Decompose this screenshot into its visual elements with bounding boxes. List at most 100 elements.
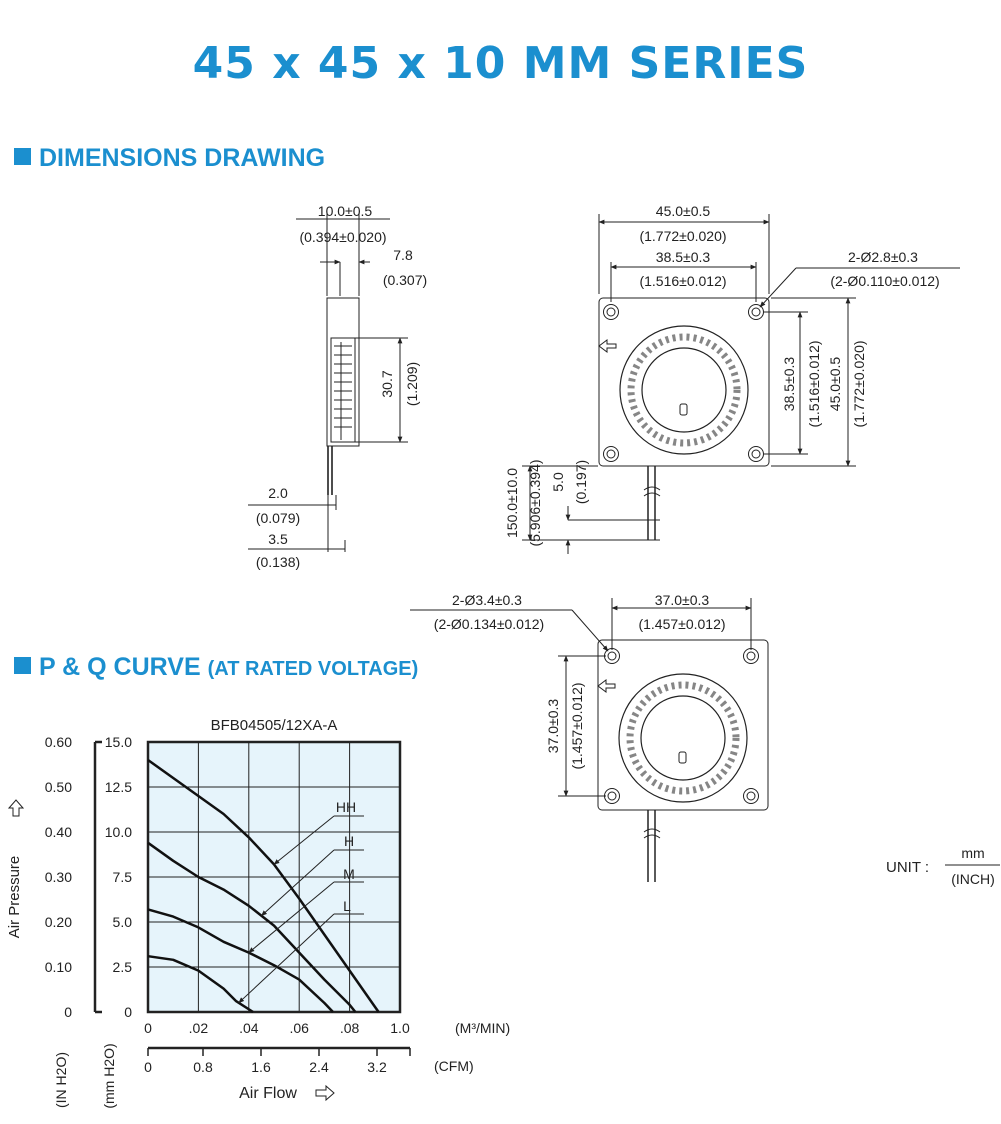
front-strip-mm: 5.0 xyxy=(550,472,566,492)
pq-curve-heading: P & Q CURVE (AT RATED VOLTAGE) xyxy=(14,653,418,682)
x-tick-label-cfm: 2.4 xyxy=(309,1059,329,1075)
rear-pitch-in: (1.457±0.012) xyxy=(638,616,725,632)
unit-inch: (INCH) xyxy=(951,871,995,887)
x-unit-m3min: (M³/MIN) xyxy=(455,1020,510,1036)
front-strip-in: (0.197) xyxy=(573,460,589,504)
dimensions-heading: DIMENSIONS DRAWING xyxy=(14,144,325,173)
y-tick-label-inh2o: 0.10 xyxy=(45,959,72,975)
front-view-body xyxy=(598,297,770,467)
front-height-in: (1.772±0.020) xyxy=(851,340,867,427)
callout-leader-h xyxy=(260,849,335,917)
chart-axes: 002.50.105.00.207.50.3010.00.4012.50.501… xyxy=(45,734,411,1075)
x-tick-label-m3min: .08 xyxy=(340,1020,360,1036)
pq-heading-text: P & Q CURVE xyxy=(39,653,201,681)
y-tick-label-mmh2o: 15.0 xyxy=(105,734,132,750)
x-tick-label-cfm: 3.2 xyxy=(367,1059,387,1075)
y-tick-label-inh2o: 0 xyxy=(64,1004,72,1020)
side-depth-in: (0.307) xyxy=(383,272,427,288)
air-pressure-arrow-icon xyxy=(7,799,25,817)
front-height-mm: 45.0±0.5 xyxy=(827,357,843,412)
front-lead-in: (5.906±0.394) xyxy=(527,459,543,546)
x-tick-label-cfm: 0 xyxy=(144,1059,152,1075)
front-pitch-in: (1.516±0.012) xyxy=(639,273,726,289)
callout-leader-m xyxy=(248,881,335,953)
series-label-hh: HH xyxy=(336,799,356,815)
y-tick-label-mmh2o: 10.0 xyxy=(105,824,132,840)
side-view-vent xyxy=(330,337,356,443)
rear-vpitch-in: (1.457±0.012) xyxy=(569,682,585,769)
y-tick-label-mmh2o: 7.5 xyxy=(113,869,133,885)
side-depth-mm: 7.8 xyxy=(393,247,413,263)
x-tick-label-m3min: .06 xyxy=(289,1020,309,1036)
front-hole-mm: 2-Ø2.8±0.3 xyxy=(848,249,918,265)
x-unit-cfm: (CFM) xyxy=(434,1058,474,1074)
side-pin-in: (0.079) xyxy=(256,510,300,526)
side-thickness-in: (0.394±0.020) xyxy=(299,229,386,245)
x-tick-label-cfm: 0.8 xyxy=(193,1059,213,1075)
unit-mm: mm xyxy=(961,845,984,861)
rear-impeller-hub xyxy=(640,695,726,781)
y-tick-label-inh2o: 0.20 xyxy=(45,914,72,930)
y-unit-mmh2o: (mm H2O) xyxy=(101,1043,117,1108)
side-pin2-in: (0.138) xyxy=(256,554,300,570)
x-tick-label-m3min: 1.0 xyxy=(390,1020,410,1036)
chart-xlabel: Air Flow xyxy=(239,1085,297,1102)
chart-ylabel: Air Pressure xyxy=(6,856,23,939)
series-label-m: M xyxy=(343,866,355,882)
side-vent-mm: 30.7 xyxy=(379,370,395,397)
heading-bullet xyxy=(14,657,31,674)
side-thickness-mm: 10.0±0.5 xyxy=(318,203,373,219)
x-tick-label-m3min: 0 xyxy=(144,1020,152,1036)
front-vpitch-mm: 38.5±0.3 xyxy=(781,357,797,412)
y-tick-label-inh2o: 0.60 xyxy=(45,734,72,750)
front-impeller-outer xyxy=(619,325,749,455)
chart-grid xyxy=(148,742,400,1012)
y-unit-inh2o: (IN H2O) xyxy=(53,1052,69,1108)
front-pitch-mm: 38.5±0.3 xyxy=(656,249,711,265)
page-title: 45 x 45 x 10 MM SERIES xyxy=(192,38,809,89)
front-lead-mm: 150.0±10.0 xyxy=(504,468,520,538)
chart-title: BFB04505/12XA-A xyxy=(211,717,338,734)
unit-label: UNIT : xyxy=(886,859,929,876)
rear-impeller-outer xyxy=(618,673,748,803)
front-hole-in: (2-Ø0.110±0.012) xyxy=(830,273,939,289)
rear-hole-mm: 2-Ø3.4±0.3 xyxy=(452,592,522,608)
unit-legend: UNIT : mm (INCH) xyxy=(886,845,1000,887)
side-vent-in: (1.209) xyxy=(404,362,420,406)
front-view-drawing xyxy=(522,214,960,554)
rear-hole-in: (2-Ø0.134±0.012) xyxy=(434,616,544,632)
x-tick-label-m3min: .02 xyxy=(189,1020,209,1036)
y-tick-label-mmh2o: 0 xyxy=(124,1004,132,1020)
side-pin-mm: 2.0 xyxy=(268,485,288,501)
side-view-body xyxy=(326,297,360,447)
y-tick-label-inh2o: 0.50 xyxy=(45,779,72,795)
callout-leader-hh xyxy=(273,815,335,865)
y-tick-label-mmh2o: 12.5 xyxy=(105,779,132,795)
pq-heading-subtitle: (AT RATED VOLTAGE) xyxy=(207,658,419,680)
side-pin2-mm: 3.5 xyxy=(268,531,288,547)
y-tick-label-inh2o: 0.40 xyxy=(45,824,72,840)
dimensions-heading-text: DIMENSIONS DRAWING xyxy=(39,144,326,172)
y-tick-label-inh2o: 0.30 xyxy=(45,869,72,885)
front-impeller-hub xyxy=(641,347,727,433)
side-view-drawing xyxy=(248,214,408,552)
front-vpitch-in: (1.516±0.012) xyxy=(806,340,822,427)
y-tick-label-mmh2o: 5.0 xyxy=(113,914,133,930)
x-tick-label-cfm: 1.6 xyxy=(251,1059,271,1075)
y-tick-label-mmh2o: 2.5 xyxy=(113,959,133,975)
rear-pitch-mm: 37.0±0.3 xyxy=(655,592,710,608)
callout-leader-l xyxy=(238,913,335,1004)
rear-view-drawing xyxy=(410,598,769,882)
rear-vpitch-mm: 37.0±0.3 xyxy=(545,699,561,754)
rear-view-body xyxy=(597,639,769,811)
front-width-in: (1.772±0.020) xyxy=(639,228,726,244)
x-tick-label-m3min: .04 xyxy=(239,1020,259,1036)
series-label-h: H xyxy=(344,833,354,849)
series-label-l: L xyxy=(343,898,351,914)
heading-bullet xyxy=(14,148,31,165)
front-width-mm: 45.0±0.5 xyxy=(656,203,711,219)
air-flow-arrow-icon xyxy=(315,1084,335,1102)
